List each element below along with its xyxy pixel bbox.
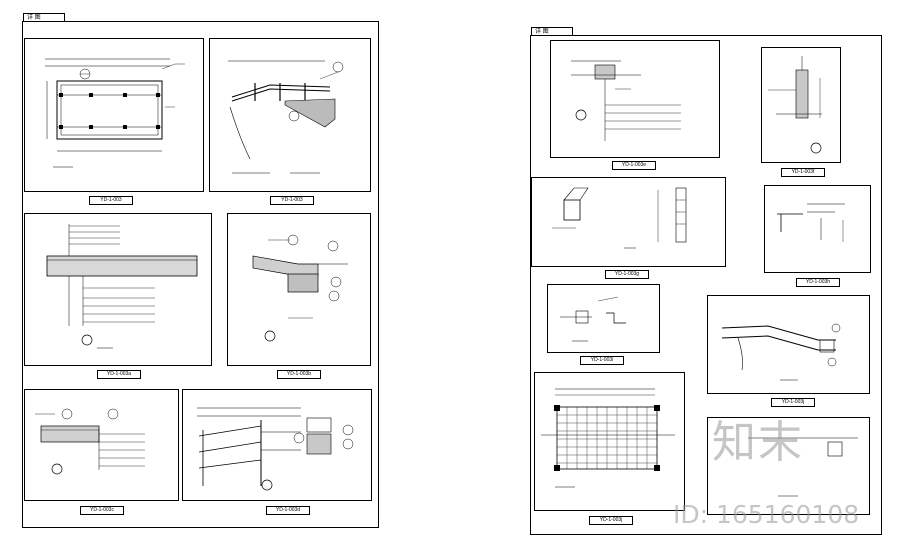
detail-7-panel	[531, 177, 726, 267]
detail-8-caption: YD-1-003h	[796, 278, 840, 287]
paving-detail-1-drawing	[46, 224, 198, 349]
detail-8-panel	[764, 185, 871, 273]
detail-10-caption: YD-1-003j	[771, 398, 815, 407]
grid-lines	[557, 407, 657, 469]
watermark-logo: 知末	[712, 417, 804, 468]
detail-7-drawing	[552, 187, 687, 249]
detail-7-caption: YD-1-003g	[605, 270, 649, 279]
paving-detail-1-panel	[24, 213, 212, 366]
detail-9-panel	[547, 284, 660, 353]
section-1-1-caption: YD-1-003	[270, 196, 314, 205]
edge-detail-3-panel	[24, 389, 179, 501]
sheet-1-tab: 详 图	[23, 13, 65, 22]
railing-detail-4-panel	[182, 389, 372, 501]
detail-9-drawing	[560, 296, 626, 342]
paving-detail-1-caption: YD-1-003a	[97, 370, 141, 379]
railing-detail-4-drawing	[197, 407, 354, 491]
detail-5-drawing	[571, 60, 681, 141]
section-1-1-panel	[209, 38, 371, 192]
detail-10-drawing	[721, 323, 841, 381]
section-1-1-drawing	[228, 60, 344, 174]
grid-plan-drawing	[541, 388, 675, 488]
detail-9-caption: YD-1-003i	[580, 356, 624, 365]
grid-plan-panel	[534, 372, 685, 511]
curb-detail-2-panel	[227, 213, 371, 366]
detail-5-panel	[550, 40, 720, 158]
railing-detail-4-caption: YD-1-003d	[266, 506, 310, 515]
detail-11-panel	[707, 417, 870, 515]
detail-8-drawing	[777, 203, 845, 242]
detail-6-panel	[761, 47, 841, 163]
detail-5-caption: YD-1-003e	[612, 161, 656, 170]
sheet-2-tab: 详 图	[531, 27, 573, 36]
curb-detail-2-caption: YD-1-003b	[277, 370, 321, 379]
plan-view-drawing	[45, 58, 185, 168]
curb-detail-2-drawing	[252, 234, 348, 342]
plan-view-caption: YD-1-003	[89, 196, 133, 205]
edge-detail-3-caption: YD-1-003c	[80, 506, 124, 515]
grid-plan-caption: YD-1-003j	[589, 516, 633, 525]
detail-10-panel	[707, 295, 870, 394]
plan-view-panel	[24, 38, 204, 192]
detail-6-caption: YD-1-003f	[781, 168, 825, 177]
detail-11-drawing	[748, 437, 858, 497]
watermark-id: ID: 165160108	[673, 500, 860, 529]
detail-6-drawing	[768, 56, 822, 154]
edge-detail-3-drawing	[35, 408, 145, 475]
